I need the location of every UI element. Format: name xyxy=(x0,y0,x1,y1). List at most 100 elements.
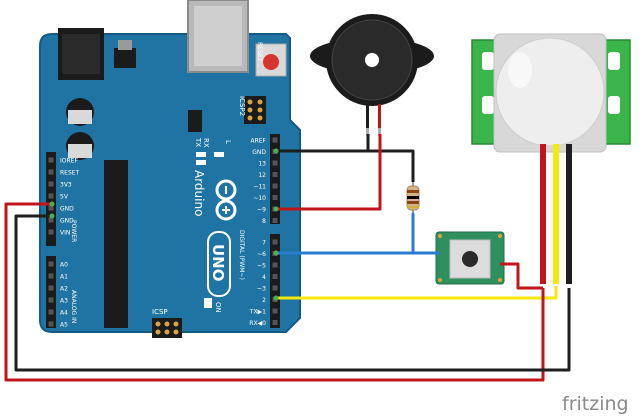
power-header: IOREF RESET 3V3 5V GND GND VIN POWER xyxy=(46,152,80,246)
pin-label: ~5 xyxy=(257,263,266,270)
header-pin xyxy=(48,297,54,303)
wire-pin6-button xyxy=(276,212,440,255)
header-pin xyxy=(272,218,278,223)
board-name: Arduino xyxy=(192,170,206,216)
wire-pin2-pir xyxy=(276,286,558,300)
pin-label: ~11 xyxy=(253,184,266,191)
wire-pin9-buzzer xyxy=(276,134,382,211)
pin-label: 5V xyxy=(60,194,69,201)
fritzing-watermark: fritzing xyxy=(562,393,629,415)
digital-header-upper: AREF GND 13 12 ~11 ~10 ~9 8 xyxy=(250,134,280,225)
pin-label: 4 xyxy=(262,274,266,281)
reset-label: RESET xyxy=(256,42,263,62)
crystal xyxy=(188,110,202,132)
header-pin xyxy=(272,172,278,177)
header-pin xyxy=(272,274,278,279)
resistor xyxy=(406,178,420,218)
header-pin xyxy=(272,308,278,314)
header-pin xyxy=(48,169,54,175)
digital-header-label: DIGITAL (PWM~) xyxy=(238,230,245,280)
header-pin xyxy=(272,239,278,245)
pin-label: ~9 xyxy=(257,207,266,214)
pin-label: A1 xyxy=(60,274,68,281)
header-pin xyxy=(272,285,278,291)
icsp2-header xyxy=(244,96,266,124)
pin-label: ~3 xyxy=(257,286,266,293)
on-label: ON xyxy=(214,302,222,313)
pir-sensor xyxy=(471,33,631,284)
header-pin xyxy=(48,261,54,267)
rx-led xyxy=(196,160,206,165)
rx-label: RX xyxy=(202,138,210,148)
push-button xyxy=(435,231,505,285)
reset-button[interactable] xyxy=(255,43,287,77)
header-pin xyxy=(48,321,54,327)
capacitor xyxy=(66,132,94,160)
icsp-label: ICSP xyxy=(152,308,168,316)
header-pin xyxy=(48,157,54,163)
header-pin xyxy=(272,320,278,325)
tx-led xyxy=(196,152,206,157)
pin-label: A2 xyxy=(60,286,68,293)
pin-label: 13 xyxy=(258,161,266,168)
pin-label: 8 xyxy=(262,218,266,225)
pin-label: A3 xyxy=(60,298,68,305)
pin-label: VIN xyxy=(60,230,70,237)
header-pin xyxy=(48,193,54,199)
voltage-regulator xyxy=(114,48,136,68)
arduino-logo xyxy=(215,179,237,221)
header-pin xyxy=(48,285,54,291)
pin-label: GND xyxy=(60,218,74,225)
pin-label: AREF xyxy=(250,138,266,145)
header-pin xyxy=(272,160,278,166)
wire-gnd-resistor xyxy=(368,149,415,182)
header-pin xyxy=(48,217,54,223)
pin-label: IOREF xyxy=(60,158,78,165)
pin-label: 12 xyxy=(258,172,266,179)
header-pin xyxy=(48,181,54,187)
pin-label: RESET xyxy=(60,170,80,177)
uno-badge: UNO xyxy=(207,231,231,297)
wires xyxy=(4,134,571,382)
header-pin xyxy=(272,183,278,189)
pin-label: 7 xyxy=(262,240,266,247)
analog-header-label: ANALOG IN xyxy=(70,290,77,323)
header-pin xyxy=(272,262,278,268)
header-pin xyxy=(48,273,54,279)
board-model: UNO xyxy=(209,244,227,282)
pin-label: GND xyxy=(60,206,74,213)
pir-dome xyxy=(495,37,605,147)
l-led xyxy=(214,152,224,157)
wire-endpoints xyxy=(49,148,279,301)
pin-label: A4 xyxy=(60,310,68,317)
arduino-board: RESET ICSP2 TX RX L Arduino UNO xyxy=(39,0,301,338)
wire-button-pir xyxy=(500,262,543,290)
pin-label: ~6 xyxy=(257,251,266,258)
pin-label: ~10 xyxy=(253,195,266,202)
pin-label: TX▶1 xyxy=(249,309,266,316)
capacitor xyxy=(66,98,94,126)
header-pin xyxy=(48,205,54,211)
header-pin xyxy=(272,195,278,200)
wire-gnd-loop xyxy=(14,214,571,372)
pin-label: 3V3 xyxy=(60,182,72,189)
pin-label: A0 xyxy=(60,262,68,269)
icsp-header xyxy=(152,318,182,338)
power-header-label: POWER xyxy=(70,220,77,242)
pin-label: RX◀0 xyxy=(249,320,266,327)
header-pin xyxy=(48,309,54,315)
microcontroller-chip xyxy=(104,160,128,328)
header-pin xyxy=(272,137,278,143)
pin-label: 2 xyxy=(262,297,266,304)
pin-label: GND xyxy=(252,149,266,156)
l-label: L xyxy=(224,140,232,144)
piezo-buzzer xyxy=(310,14,434,136)
on-led xyxy=(204,298,212,308)
icsp2-label: ICSP2 xyxy=(238,96,246,116)
wire-5v-loop xyxy=(4,202,545,382)
tx-label: TX xyxy=(194,137,202,147)
pin-label: A5 xyxy=(60,322,68,329)
header-pin xyxy=(48,229,54,235)
